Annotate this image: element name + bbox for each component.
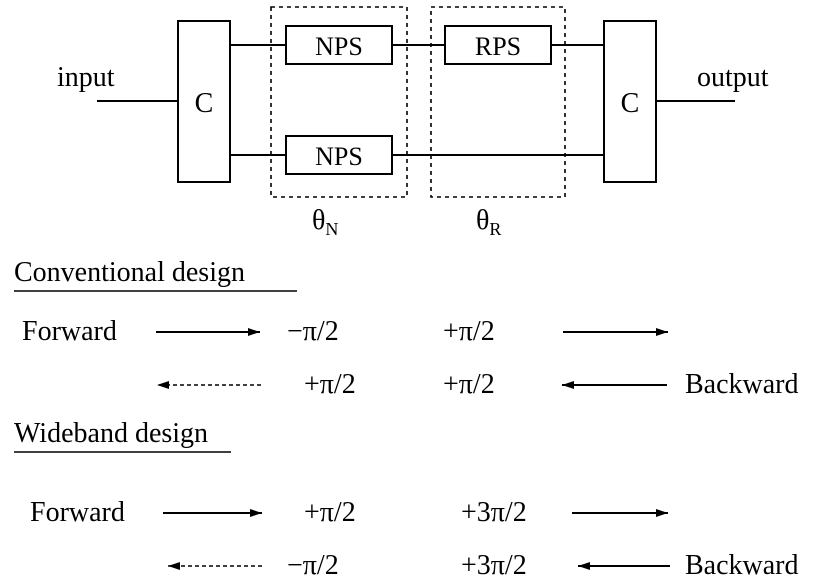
conventional-heading: Conventional design [14,257,245,288]
conventional-backward-label: Backward [685,369,799,400]
theta-n-label: θN [312,205,338,239]
conventional-forward-label: Forward [22,316,117,347]
conventional-backward-phase-n: +π/2 [304,369,356,400]
conventional-backward-phase-r: +π/2 [443,369,495,400]
coupler-right-label: C [621,88,640,119]
rps-label: RPS [475,32,521,61]
conventional-section: Conventional design Forward −π/2 +π/2 +π… [14,257,799,400]
theta-n-region [270,6,408,198]
nps-top-label: NPS [315,32,363,61]
wideband-forward-phase-n: +π/2 [304,497,356,528]
input-label: input [57,62,115,93]
schematic: input C NPS NPS RPS C output θN θR [57,6,769,239]
wideband-forward-phase-r: +3π/2 [461,497,527,528]
coupler-left-label: C [195,88,214,119]
conventional-forward-phase-n: −π/2 [287,316,339,347]
wideband-forward-label: Forward [30,497,125,528]
conventional-forward-phase-r: +π/2 [443,316,495,347]
theta-r-sub: R [489,219,501,239]
wideband-section: Wideband design Forward +π/2 +3π/2 −π/2 … [14,418,799,581]
wideband-backward-phase-r: +3π/2 [461,550,527,581]
theta-n-sub: N [325,219,338,239]
nps-bottom-box [285,135,393,175]
coupler-left [177,20,231,183]
output-label: output [697,62,769,93]
nps-top-box [285,25,393,65]
nps-bottom-label: NPS [315,142,363,171]
theta-n-symbol: θ [312,205,325,236]
theta-r-region [430,6,566,198]
wideband-backward-phase-n: −π/2 [287,550,339,581]
theta-r-label: θR [476,205,501,239]
coupler-right [603,20,657,183]
theta-r-symbol: θ [476,205,489,236]
wideband-backward-label: Backward [685,550,799,581]
wideband-heading: Wideband design [14,418,208,449]
rps-box [444,25,552,65]
